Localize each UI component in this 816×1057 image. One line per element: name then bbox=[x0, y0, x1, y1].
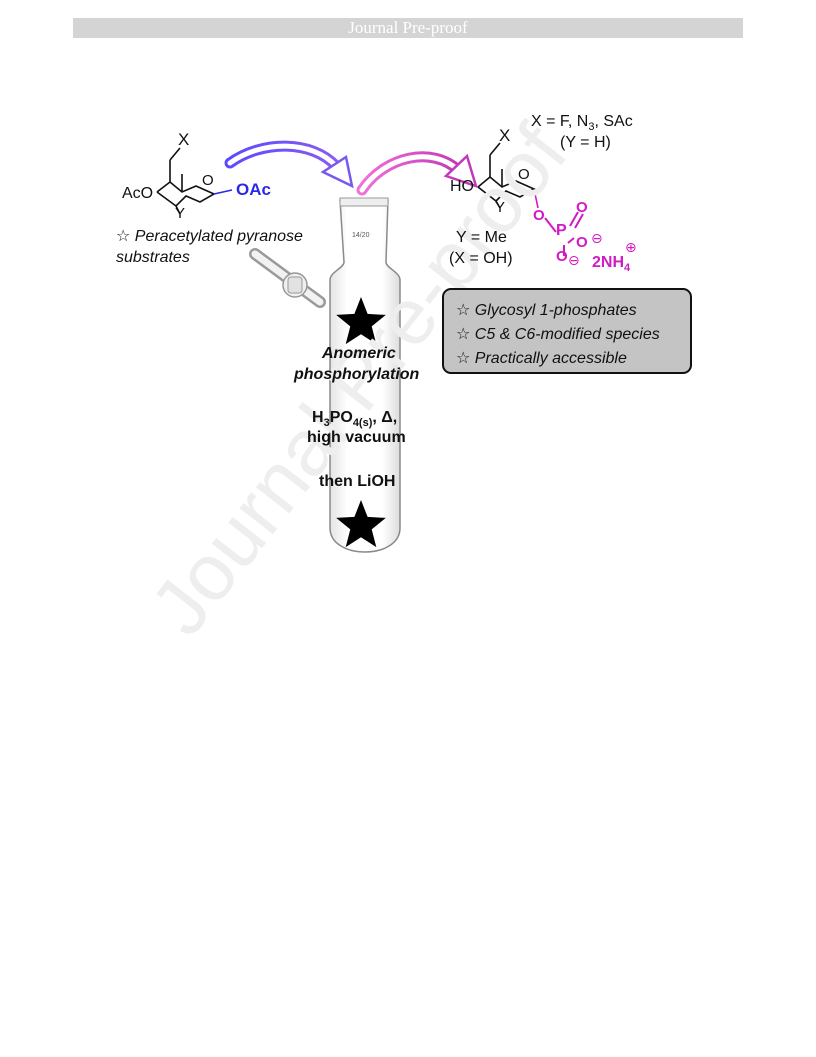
feature-item-3: ☆ Practically accessible bbox=[456, 350, 627, 367]
minus-charge-2: ⊖ bbox=[568, 252, 580, 268]
y-definition: Y = Me bbox=[456, 229, 507, 246]
ground-glass-label: 14/20 bbox=[352, 232, 370, 239]
y-definition-x: (X = OH) bbox=[449, 250, 513, 267]
plus-charge: ⊕ bbox=[625, 239, 637, 255]
reagent-line: H3PO4(s), Δ, bbox=[312, 409, 397, 429]
left-ring-o-label: O bbox=[202, 172, 214, 189]
phosphate-o-anomeric: O bbox=[533, 207, 545, 224]
conditions-title-line2: phosphorylation bbox=[294, 366, 420, 383]
features-box: ☆ Glycosyl 1-phosphates ☆ C5 & C6-modifi… bbox=[442, 288, 692, 374]
feature-item-2: ☆ C5 & C6-modified species bbox=[456, 326, 660, 343]
counterion-sub: 4 bbox=[624, 262, 631, 275]
right-y-label: Y bbox=[495, 199, 506, 216]
magenta-curved-arrow bbox=[356, 151, 478, 196]
reagent-rest: , Δ, bbox=[372, 409, 398, 426]
reagent-h: H bbox=[312, 409, 324, 426]
right-ring-o-label: O bbox=[518, 166, 530, 183]
counterion: 2NH4 bbox=[592, 254, 630, 274]
phosphate-bonds bbox=[544, 211, 584, 256]
feature-item-1: ☆ Glycosyl 1-phosphates bbox=[456, 302, 637, 319]
x-def-text: X = F, N bbox=[531, 113, 589, 130]
journal-header: Journal Pre-proof bbox=[73, 18, 743, 38]
schlenk-tube bbox=[249, 197, 401, 553]
left-oac-label: OAc bbox=[236, 180, 271, 199]
x-definition-y: (Y = H) bbox=[560, 134, 611, 151]
star-bottom bbox=[336, 500, 386, 548]
right-x-label: X bbox=[499, 126, 511, 145]
phosphate-o-minus-1: O bbox=[576, 234, 588, 251]
left-aco-label: AcO bbox=[122, 185, 154, 202]
phosphate-p: P bbox=[556, 222, 567, 239]
blue-curved-arrow bbox=[224, 140, 354, 189]
right-pyranose-structure bbox=[477, 142, 539, 209]
x-def-sub: 3 bbox=[588, 121, 595, 134]
substrate-caption-line1: ☆ Peracetylated pyranose bbox=[116, 228, 303, 245]
left-y-label: Y bbox=[175, 205, 186, 222]
phosphate-o-minus-2: O bbox=[556, 248, 568, 265]
star-top bbox=[336, 297, 386, 345]
right-ho-label: HO bbox=[450, 178, 474, 195]
left-pyranose-structure bbox=[156, 147, 233, 215]
conditions-vacuum: high vacuum bbox=[307, 429, 406, 446]
x-definition: X = F, N3, SAc bbox=[531, 113, 633, 133]
reagent-sub3: 3 bbox=[323, 417, 330, 430]
substrate-caption-line2: substrates bbox=[116, 249, 190, 266]
reagent-po: PO bbox=[329, 409, 353, 426]
phosphate-o-double: O bbox=[576, 199, 588, 216]
minus-charge-1: ⊖ bbox=[591, 230, 603, 246]
conditions-title-line1: Anomeric bbox=[322, 345, 396, 362]
x-def-end: , SAc bbox=[594, 113, 633, 130]
counterion-text: 2NH bbox=[592, 254, 625, 271]
left-x-label: X bbox=[178, 130, 190, 149]
reagent-sub4s: 4(s) bbox=[352, 417, 373, 430]
conditions-then-lioh: then LiOH bbox=[319, 473, 396, 490]
